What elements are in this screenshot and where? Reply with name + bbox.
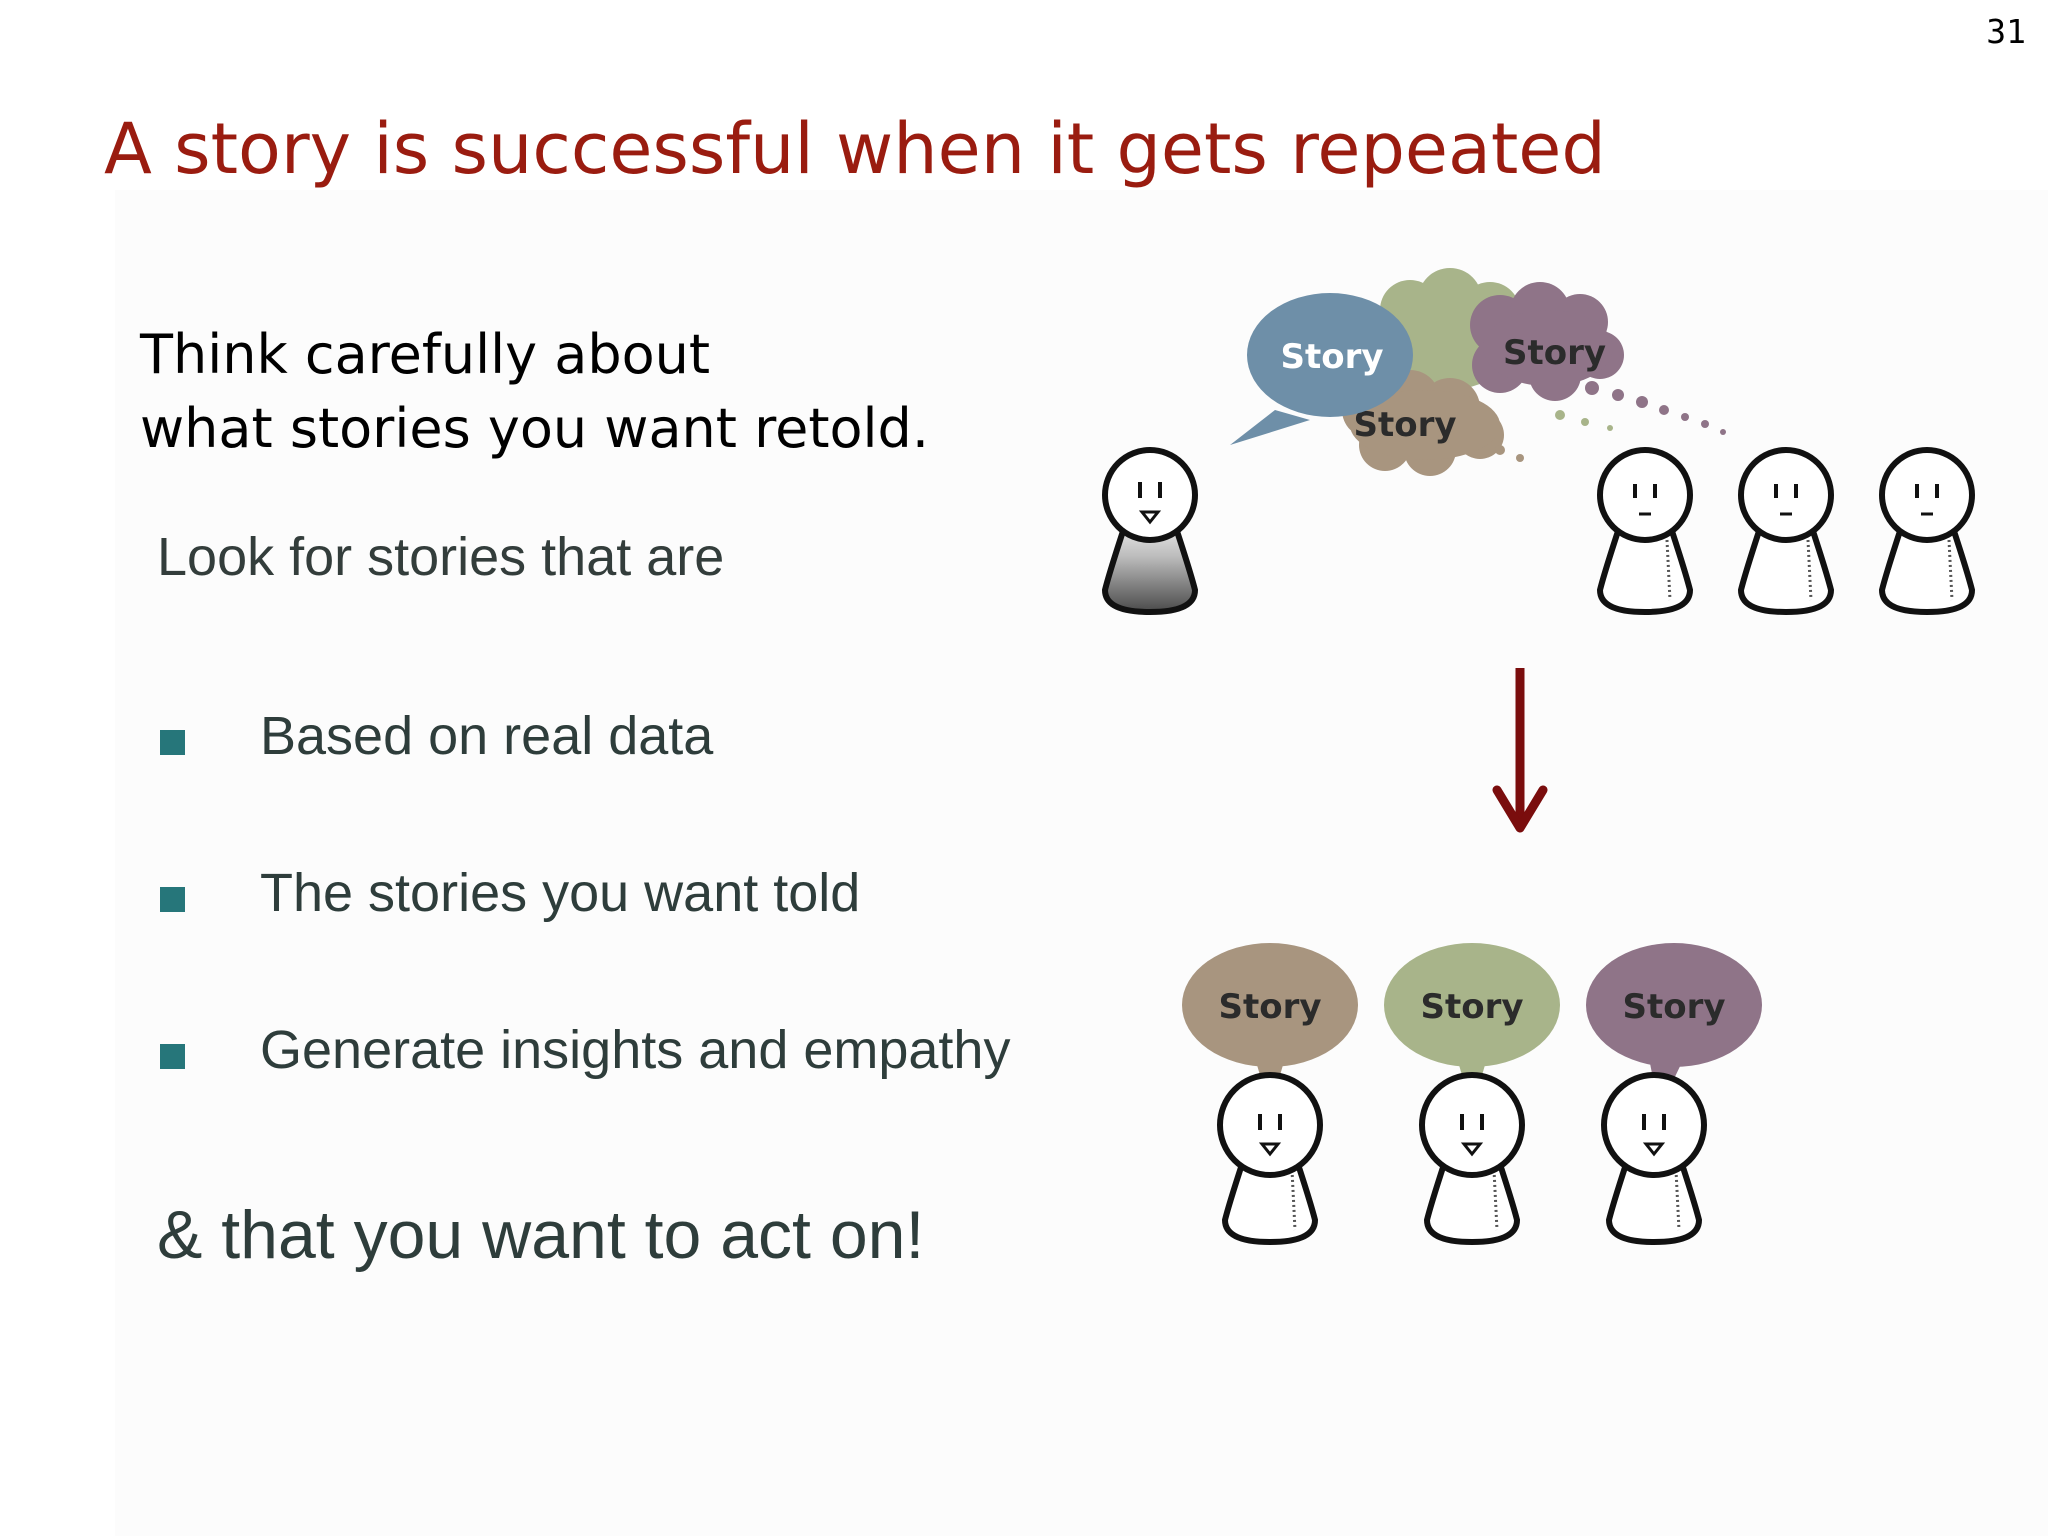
bubble-label: Story [1353,405,1456,445]
bullet-square-icon [160,887,185,912]
page-number: 31 [1986,12,2026,51]
bullet-item: Generate insights and empathy [160,1014,1010,1171]
bullet-item: The stories you want told [160,857,1010,1014]
bubble-label: Story [1218,987,1321,1027]
look-for-text: Look for stories that are [157,527,725,587]
bullet-text: Generate insights and empathy [260,1020,1011,1080]
listener-figure-icon [1878,447,1976,616]
down-arrow-icon [1492,668,1548,833]
bubble-label: Story [1280,337,1383,377]
speech-bubble-blue: Story [1230,293,1413,445]
slide-title: A story is successful when it gets repea… [104,108,1606,190]
bullet-text: The stories you want told [260,863,861,923]
teller-group-1: Story [1182,943,1358,1246]
thought-dots [1495,381,1726,462]
teller-figure-icon [1217,1072,1323,1246]
bubble-label: Story [1503,333,1606,373]
bubble-label: Story [1622,987,1725,1027]
bullet-list: Based on real data The stories you want … [160,700,1010,1171]
bubble-label: Story [1420,987,1523,1027]
intro-line-2: what stories you want retold. [140,397,929,460]
teller-figure-icon [1601,1072,1707,1246]
content-panel [115,190,2048,1536]
teller-group-2: Story [1384,943,1560,1246]
cloud-bubble-purple: Story [1470,282,1624,401]
bullet-square-icon [160,1044,185,1069]
storytelling-illustration: Story Story Story [1080,250,2020,1340]
speech-bubble-tan: Story [1182,943,1358,1110]
bullet-item: Based on real data [160,700,1010,857]
teller-group-3: Story [1586,943,1762,1246]
speaker-figure-icon [1101,447,1199,616]
closing-text: & that you want to act on! [157,1197,925,1273]
bullet-text: Based on real data [260,706,714,766]
bullet-square-icon [160,730,185,755]
listener-figure-icon [1737,447,1835,616]
listener-figure-icon [1596,447,1694,616]
intro-line-1: Think carefully about [140,323,711,386]
teller-figure-icon [1419,1072,1525,1246]
speech-bubble-green: Story [1384,943,1560,1110]
intro-text: Think carefully about what stories you w… [140,318,929,466]
